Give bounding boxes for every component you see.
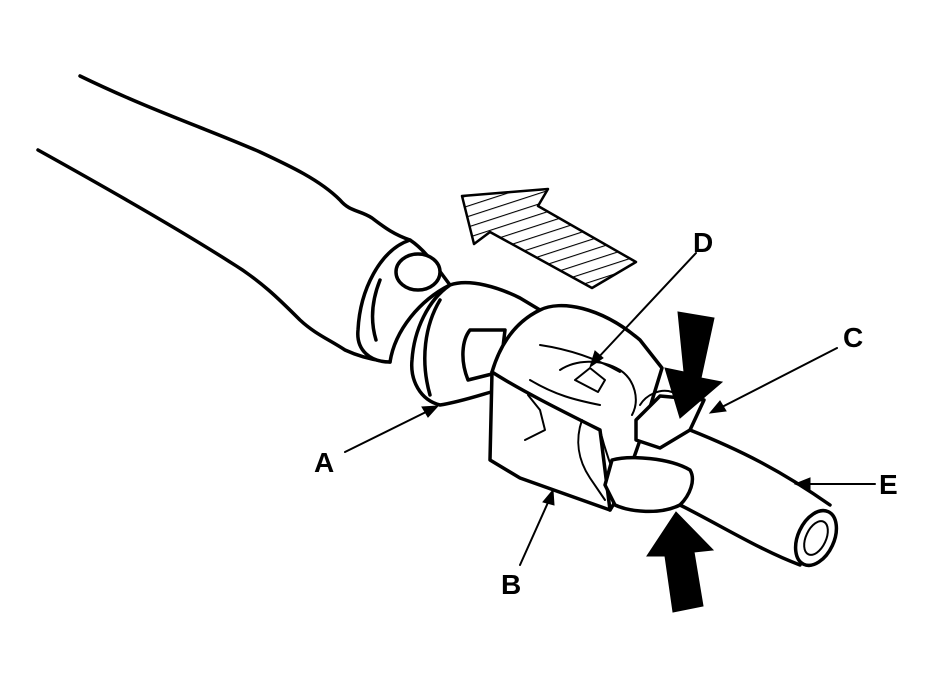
callout-d: D — [693, 227, 713, 258]
callout-a: A — [314, 447, 334, 478]
callout-e: E — [879, 469, 898, 500]
callout-b: B — [501, 569, 521, 600]
hose-end-ring — [356, 238, 452, 364]
callout-c: C — [843, 322, 863, 353]
leader-lines — [344, 252, 876, 566]
press-arrow-bottom — [646, 511, 715, 613]
fuel-hose — [36, 74, 412, 364]
pipe-e — [678, 428, 839, 568]
flow-direction-arrow — [460, 187, 638, 290]
retainer-tab-lower — [603, 455, 695, 514]
press-arrow-top — [664, 311, 724, 419]
